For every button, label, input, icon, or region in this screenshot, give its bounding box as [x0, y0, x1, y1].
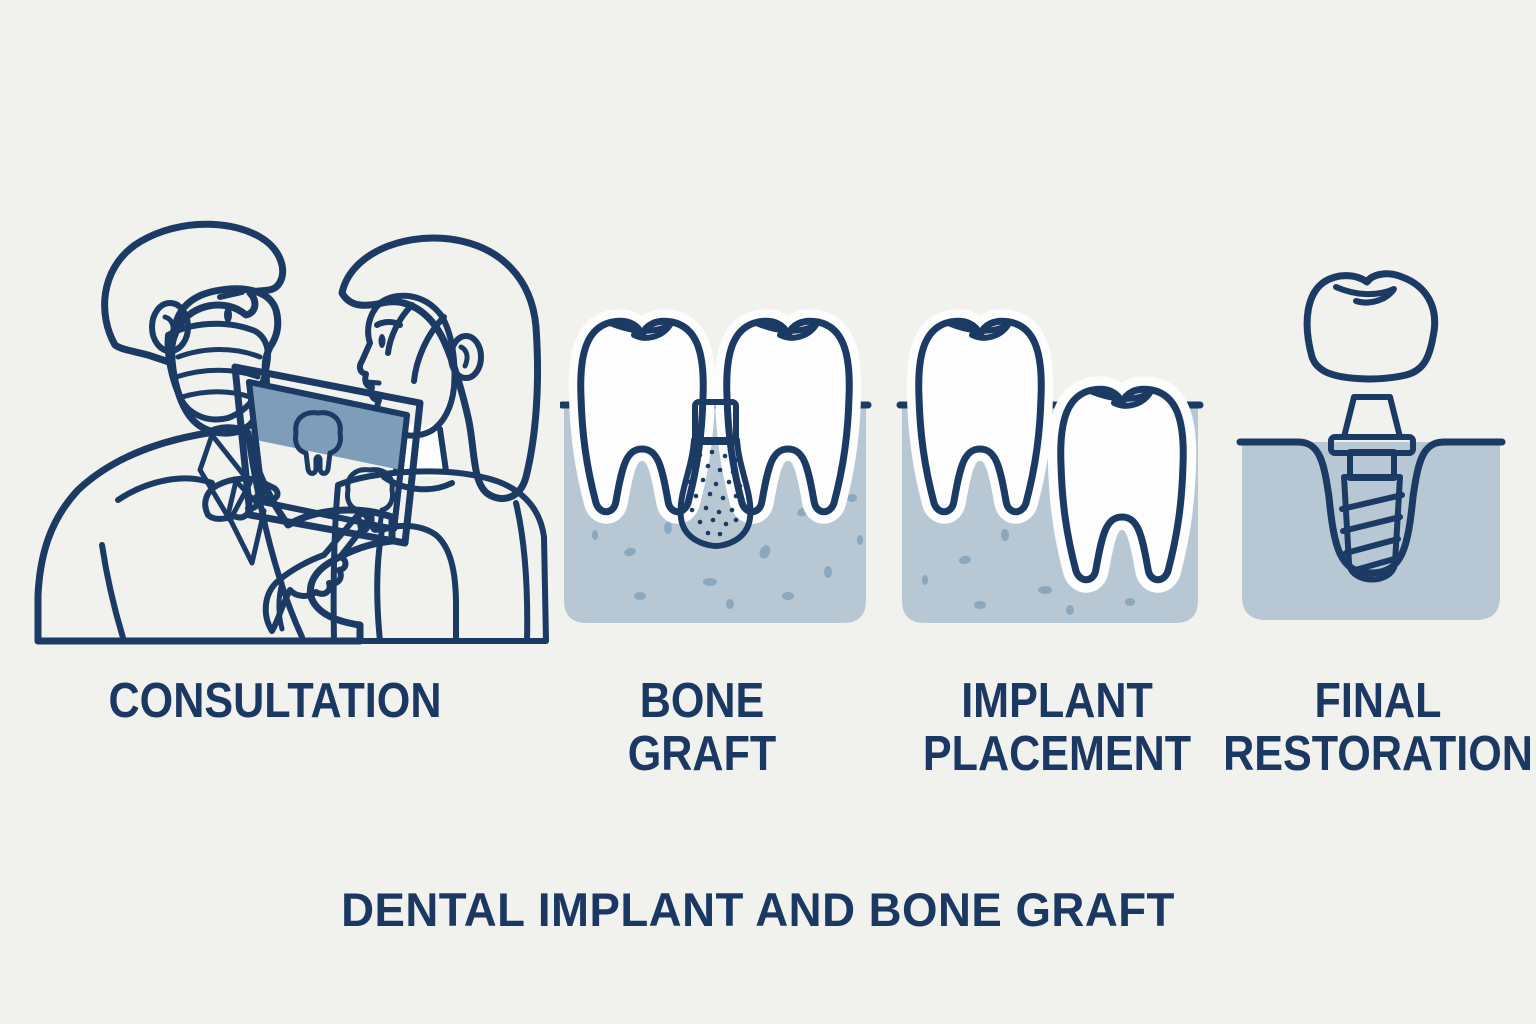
graft-granules: [687, 449, 745, 537]
doctor-eyebrow: [217, 289, 245, 300]
patient-hair: [338, 234, 542, 502]
final-restoration-illustration: [1236, 270, 1506, 620]
step-label-consultation: CONSULTATION: [108, 674, 442, 728]
doctor-pointing-hand: [262, 511, 371, 634]
implant-well: [1236, 438, 1506, 577]
infographic-title: DENTAL IMPLANT AND BONE GRAFT: [341, 883, 1175, 936]
patient-eye: [378, 334, 386, 348]
doctor-eye: [224, 307, 232, 323]
graft-cap: [692, 399, 739, 445]
patient-shirt: [330, 468, 549, 644]
implant-screw: [1328, 394, 1416, 583]
implant-placement-illustration: [896, 290, 1204, 623]
bone-graft-illustration: [560, 290, 872, 623]
patient-mouth: [364, 379, 382, 386]
doctor-holding-hand: [202, 475, 281, 522]
patient-arm: [374, 522, 459, 644]
xray-tablet: [231, 363, 424, 547]
gum-block: [1236, 438, 1506, 620]
doctor-hair: [101, 220, 287, 367]
xray-tooth: [293, 410, 343, 476]
bone-graft-socket: [677, 399, 754, 549]
implant-abutment: [1341, 394, 1403, 440]
consultation-illustration: [34, 220, 549, 645]
crown: [1303, 270, 1439, 383]
patient-ear: [448, 333, 484, 381]
